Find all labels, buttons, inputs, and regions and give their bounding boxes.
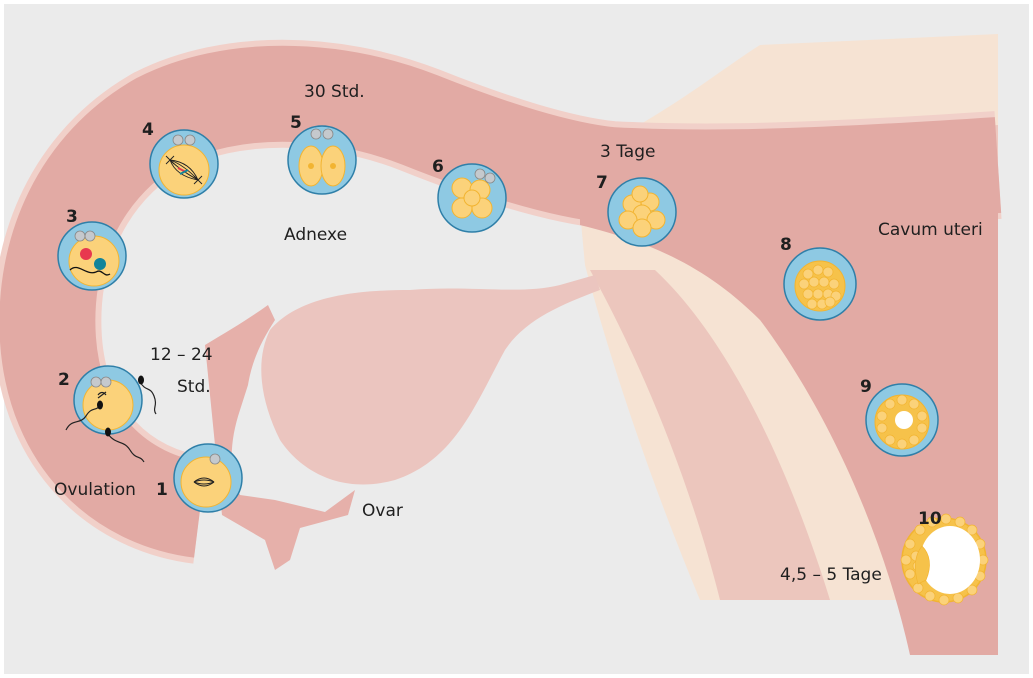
stage-number-8: 8: [780, 235, 792, 255]
label-std: Std.: [177, 377, 211, 397]
stage-number-4: 4: [142, 120, 154, 140]
label-30-std: 30 Std.: [304, 82, 365, 102]
label-ovar: Ovar: [362, 501, 403, 521]
stage-4-mitosis: [150, 130, 218, 198]
stage-9-blastocyst: [866, 384, 938, 456]
stage-number-1: 1: [156, 480, 168, 500]
stage-number-2: 2: [58, 370, 70, 390]
stage-number-9: 9: [860, 377, 872, 397]
stage-7-morula: [608, 178, 676, 246]
stage-5-two-cell: [288, 126, 356, 194]
label-cavum-uteri: Cavum uteri: [878, 220, 983, 240]
label-ovulation: Ovulation: [54, 480, 136, 500]
stage-8-morula: [784, 248, 856, 320]
stage-1-oocyte: [174, 444, 242, 512]
label-adnexe: Adnexe: [284, 225, 347, 245]
stage-number-10: 10: [918, 509, 942, 529]
label-12-24: 12 – 24: [150, 345, 213, 365]
label-3-tage: 3 Tage: [600, 142, 655, 162]
label-4-5-tage: 4,5 – 5 Tage: [780, 565, 882, 585]
stage-number-6: 6: [432, 157, 444, 177]
stage-number-5: 5: [290, 113, 302, 133]
stage-number-3: 3: [66, 207, 78, 227]
stage-number-7: 7: [596, 173, 608, 193]
stage-6-four-cell: [438, 164, 506, 232]
stage-3-pronuclei: [58, 222, 126, 290]
